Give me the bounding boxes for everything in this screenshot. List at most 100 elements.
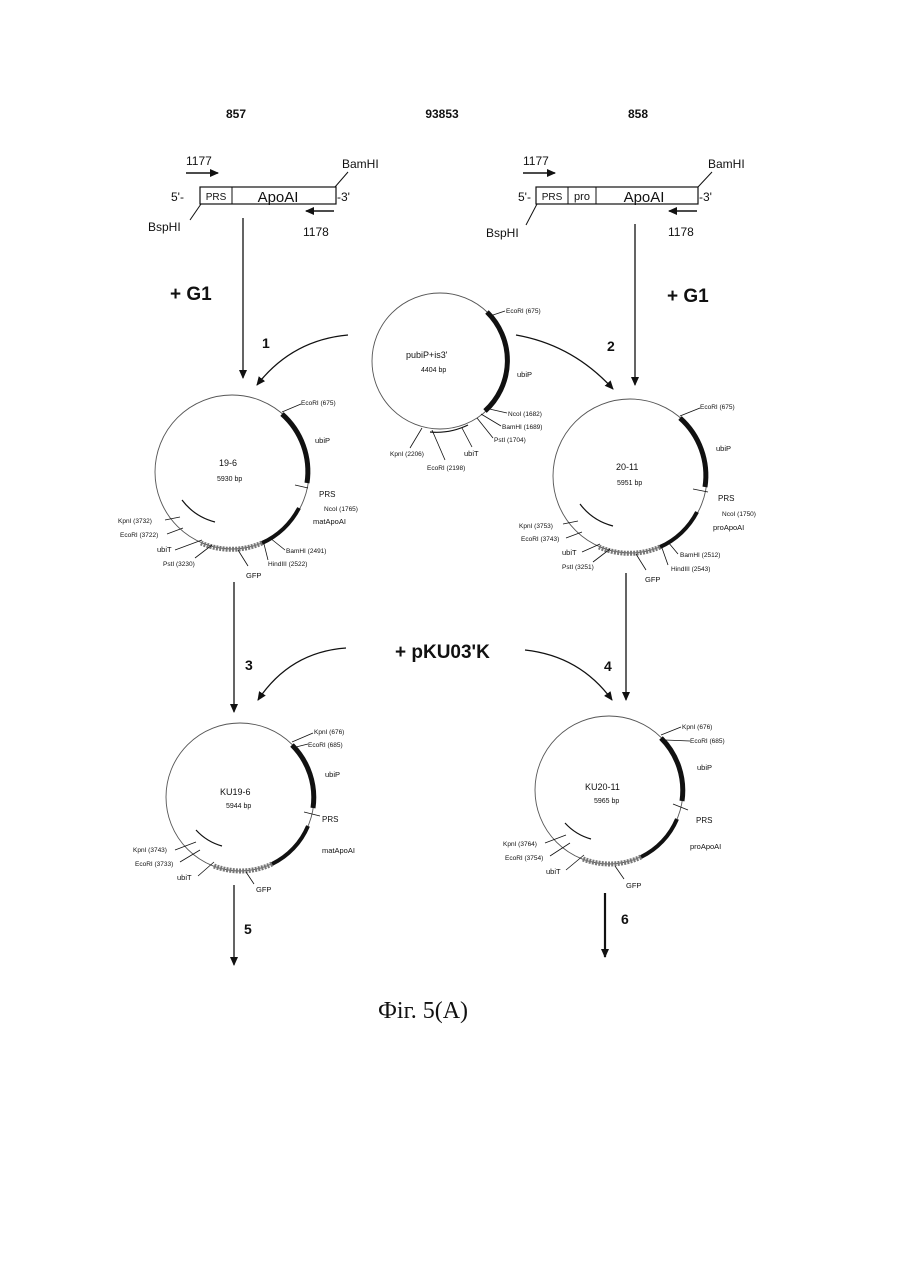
- feature-ubit: [196, 830, 222, 846]
- plasmid-size: 5965 bp: [594, 798, 619, 805]
- add-g1-right: + G1: [667, 286, 709, 307]
- plasmid-19-6: 19-6 5930 bp EcoRI (675) ubiP PRS NcoI (…: [118, 395, 358, 580]
- feature-label: PRS: [319, 490, 335, 499]
- plasmid-20-11: 20-11 5951 bp EcoRI (675) ubiP PRS NcoI …: [519, 399, 756, 584]
- feature-ubip: [485, 312, 507, 411]
- site-label: EcoRI (3722): [120, 532, 158, 539]
- site-label: EcoRI (685): [690, 738, 725, 745]
- site-label: HindIII (2522): [268, 561, 307, 568]
- feature-ubip: [292, 745, 314, 808]
- leader: [661, 727, 681, 735]
- add-g1-left: + G1: [170, 284, 212, 305]
- arrow-step-3: [258, 648, 346, 700]
- leader: [636, 554, 646, 570]
- feature-label: ubiT: [546, 867, 561, 876]
- plasmid-name: 19-6: [219, 458, 237, 468]
- plasmid-pubip: pubiP+is3' 4404 bp EcoRI (675) ubiP NcoI…: [372, 293, 542, 472]
- feature-ubip: [680, 418, 706, 487]
- feature-label: GFP: [626, 881, 641, 890]
- plasmid-ku19-6: KU19-6 5944 bp KpnI (676) EcoRI (685) ub…: [133, 723, 355, 894]
- site-label: EcoRI (3743): [521, 536, 559, 543]
- site-label: EcoRI (3733): [135, 861, 173, 868]
- step-1: 1: [262, 335, 270, 351]
- feature-label: ubiP: [697, 763, 712, 772]
- leader: [238, 550, 248, 566]
- plasmid-size: 5930 bp: [217, 476, 242, 483]
- end5-right: 5'-: [518, 190, 531, 204]
- leader: [410, 428, 422, 448]
- arrow-step-4: [525, 650, 612, 700]
- leader: [198, 862, 214, 876]
- label-858: 858: [628, 107, 648, 121]
- feature-label: ubiP: [517, 370, 532, 379]
- leader: [295, 485, 308, 488]
- feature-ubit: [565, 823, 591, 839]
- site-label: BamHI (2512): [680, 552, 720, 559]
- site-leader-left: [335, 172, 348, 187]
- site-label: BamHI (2491): [286, 548, 326, 555]
- segment-apoai-right: ApoAI: [624, 189, 665, 206]
- site-label: KpnI (2206): [390, 451, 424, 458]
- site-leader-bsphi-right: [526, 204, 537, 225]
- leader: [292, 733, 313, 742]
- leader: [566, 855, 584, 870]
- primer-1177-right: 1177: [523, 154, 549, 168]
- plasmid-size: 5944 bp: [226, 803, 251, 810]
- feature-label: PRS: [696, 816, 712, 825]
- leader: [432, 430, 445, 460]
- plasmid-name: pubiP+is3': [406, 350, 448, 360]
- site-label: NcoI (1750): [722, 511, 756, 518]
- feature-label: ubiT: [177, 873, 192, 882]
- feature-label: matApoAI: [322, 846, 355, 855]
- leader: [165, 517, 180, 520]
- primer-1178-right: 1178: [668, 225, 694, 239]
- leader: [662, 548, 668, 565]
- construct-left: 1177 BamHI 5'- PRS ApoAI -3' 1178 BspHI: [148, 154, 379, 239]
- leader: [296, 744, 308, 747]
- end3-left: -3': [337, 190, 350, 204]
- site-label: EcoRI (675): [700, 404, 735, 411]
- site-label: KpnI (3743): [133, 847, 167, 854]
- end5-left: 5'-: [171, 190, 184, 204]
- feature-proapoai: [660, 512, 697, 547]
- label-857: 857: [226, 107, 246, 121]
- arrow-step-2: [516, 335, 613, 389]
- primer-1178-left: 1178: [303, 225, 329, 239]
- feature-label: GFP: [256, 885, 271, 894]
- plasmid-name: KU20-11: [585, 782, 620, 792]
- feature-proapoai: [641, 819, 677, 857]
- leader: [665, 740, 690, 741]
- feature-label: ubiT: [157, 545, 172, 554]
- label-93853: 93853: [425, 107, 459, 121]
- leader: [477, 418, 493, 438]
- site-bamhi-left: BamHI: [342, 157, 379, 171]
- leader: [167, 528, 183, 534]
- feature-label: proApoAI: [690, 842, 721, 851]
- site-label: PstI (1704): [494, 437, 526, 444]
- segment-pro-right: pro: [574, 191, 590, 203]
- feature-matapoai: [272, 826, 308, 864]
- site-label: KpnI (3732): [118, 518, 152, 525]
- feature-label: PRS: [718, 494, 734, 503]
- leader: [282, 404, 301, 412]
- leader: [593, 549, 610, 562]
- feature-ubit: [580, 504, 613, 526]
- construct-right: 1177 BamHI 5'- PRS pro ApoAI -3' 1178 Bs…: [486, 154, 745, 240]
- plasmid-name: KU19-6: [220, 787, 251, 797]
- site-leader-bsphi-left: [190, 204, 201, 220]
- site-label: KpnI (3753): [519, 523, 553, 530]
- feature-label: ubiT: [562, 548, 577, 557]
- leader: [680, 408, 700, 416]
- site-label: EcoRI (675): [301, 400, 336, 407]
- leader: [566, 532, 582, 538]
- site-label: KpnI (676): [682, 724, 712, 731]
- leader: [246, 872, 254, 884]
- feature-ubit: [182, 500, 215, 522]
- step-2: 2: [607, 338, 615, 354]
- feature-label: proApoAI: [713, 523, 744, 532]
- feature-matapoai: [262, 508, 299, 543]
- figure-caption: Фіг. 5(A): [378, 998, 468, 1024]
- site-label: HindIII (2543): [671, 566, 710, 573]
- leader: [270, 538, 285, 550]
- site-label: KpnI (676): [314, 729, 344, 736]
